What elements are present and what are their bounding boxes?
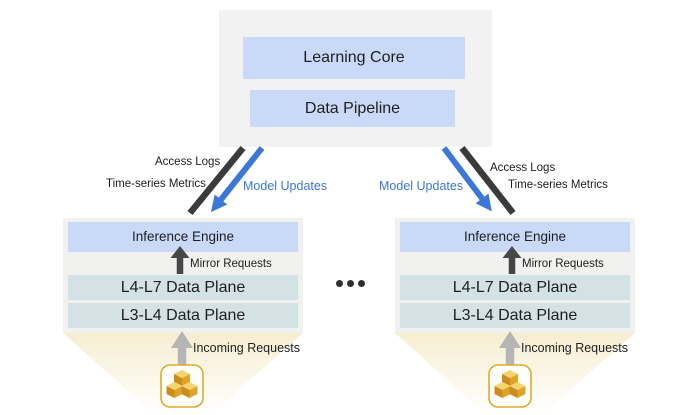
l4-l7-data-plane-label: L4-L7 Data Plane — [120, 278, 246, 296]
right-access-logs-label: Access Logs — [490, 162, 556, 174]
left-traffic-source-icon — [160, 364, 204, 408]
right-l4-l7-data-plane-box: L4-L7 Data Plane — [400, 275, 630, 300]
inference-engine-label: Inference Engine — [463, 228, 567, 244]
ellipsis-dot — [336, 280, 343, 287]
left-model-updates-label: Model Updates — [243, 179, 328, 193]
l4-l7-data-plane-label: L4-L7 Data Plane — [452, 278, 578, 296]
data-pipeline-label: Data Pipeline — [304, 99, 401, 117]
left-inference-engine-box: Inference Engine — [68, 222, 298, 252]
cube-bottom-right — [181, 382, 198, 398]
right-model-updates-label: Model Updates — [379, 179, 464, 193]
cube-bottom-left — [166, 382, 183, 398]
left-mirror-requests-label: Mirror Requests — [190, 258, 272, 270]
right-l3-l4-data-plane-box: L3-L4 Data Plane — [400, 303, 630, 328]
left-l3-l4-data-plane-box: L3-L4 Data Plane — [68, 303, 298, 328]
left-incoming-requests-label: Incoming Requests — [193, 341, 301, 355]
right-incoming-requests-label: Incoming Requests — [521, 341, 629, 355]
ellipsis-dot — [347, 280, 354, 287]
learning-core-label: Learning Core — [303, 49, 405, 67]
right-mirror-requests-label: Mirror Requests — [522, 258, 604, 270]
right-telemetry-arrow — [459, 145, 516, 216]
right-inference-engine-box: Inference Engine — [400, 222, 630, 252]
cube-top — [502, 370, 518, 386]
ellipsis-more-stacks — [336, 280, 365, 287]
l3-l4-data-plane-label: L3-L4 Data Plane — [452, 306, 578, 324]
ellipsis-dot — [358, 280, 365, 287]
3d-cubes-icon — [160, 364, 204, 408]
learning-core-box: Learning Core — [243, 37, 465, 79]
left-l4-l7-data-plane-box: L4-L7 Data Plane — [68, 275, 298, 300]
cube-bottom-left — [494, 382, 511, 398]
right-time-series-metrics-label: Time-series Metrics — [508, 179, 608, 191]
left-model-updates-arrow — [210, 146, 265, 213]
cube-bottom-right — [509, 382, 526, 398]
inference-engine-label: Inference Engine — [131, 228, 235, 244]
left-access-logs-label: Access Logs — [155, 156, 221, 168]
3d-cubes-icon — [488, 364, 532, 408]
right-traffic-source-icon — [488, 364, 532, 408]
data-pipeline-box: Data Pipeline — [250, 90, 455, 127]
left-time-series-metrics-label: Time-series Metrics — [106, 178, 206, 190]
l3-l4-data-plane-label: L3-L4 Data Plane — [120, 306, 246, 324]
